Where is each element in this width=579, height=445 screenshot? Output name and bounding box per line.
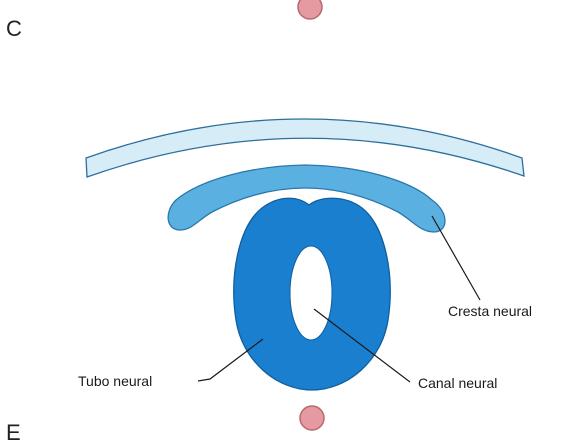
top-marker-dot bbox=[298, 0, 322, 19]
panel-letter-e: E bbox=[6, 420, 21, 445]
neural-crest-label: Cresta neural bbox=[448, 303, 532, 319]
neural-canal bbox=[290, 246, 332, 340]
panel-letter-c: C bbox=[6, 16, 22, 41]
neural-canal-label: Canal neural bbox=[418, 375, 497, 391]
bottom-marker-dot bbox=[300, 406, 324, 430]
neural-tube-label: Tubo neural bbox=[78, 373, 152, 389]
neural-crest-leader bbox=[432, 216, 480, 300]
